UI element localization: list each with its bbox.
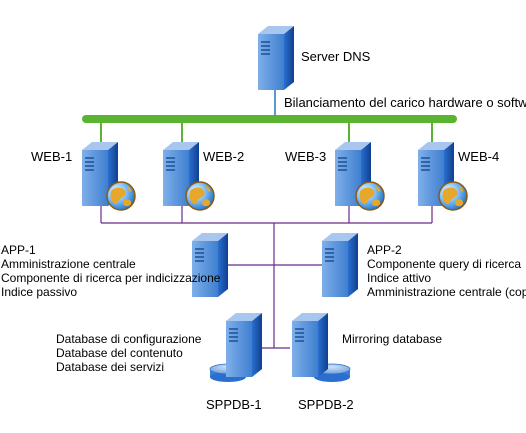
load-balancer-bar xyxy=(82,115,457,123)
db1-label: SPPDB-1 xyxy=(206,397,262,412)
web1-label: WEB-1 xyxy=(31,149,73,164)
app2-role-active-index: Indice attivo xyxy=(367,271,432,285)
app1-role-crawl-component: Componente di ricerca per indicizzazione xyxy=(1,271,221,285)
db2-label: SPPDB-2 xyxy=(298,397,354,412)
app1-description: APP-1 Amministrazione centrale Component… xyxy=(1,243,220,299)
db1-content-db: Database del contenuto xyxy=(56,346,183,360)
dns-server-icon xyxy=(257,25,295,91)
app2-role-central-admin-copy: Amministrazione centrale (copia) xyxy=(367,285,526,299)
web2-label: WEB-2 xyxy=(203,149,245,164)
db1-config-db: Database di configurazione xyxy=(56,332,202,346)
app2-server-icon xyxy=(321,232,359,298)
web4-label: WEB-4 xyxy=(458,149,500,164)
app2-name: APP-2 xyxy=(367,243,402,257)
web4-globe-icon xyxy=(438,181,468,211)
web3-label: WEB-3 xyxy=(285,149,327,164)
db1-services-db: Database dei servizi xyxy=(56,360,165,374)
load-balancer-label: Bilanciamento del carico hardware o soft… xyxy=(284,95,526,110)
db1-description: Database di configurazione Database del … xyxy=(56,332,201,374)
backend-network xyxy=(100,205,433,349)
app2-role-query-component: Componente query di ricerca xyxy=(367,257,522,271)
app1-role-passive-index: Indice passivo xyxy=(1,285,78,299)
web2-globe-icon xyxy=(185,181,215,211)
web1-globe-icon xyxy=(106,181,136,211)
dns-label: Server DNS xyxy=(301,49,371,64)
app1-name: APP-1 xyxy=(1,243,36,257)
db2-description: Mirroring database xyxy=(342,332,442,346)
db2-mirroring: Mirroring database xyxy=(342,332,443,346)
app1-role-central-admin: Amministrazione centrale xyxy=(1,257,136,271)
db1-server-icon xyxy=(225,312,263,378)
db2-server-icon xyxy=(291,312,329,378)
web3-globe-icon xyxy=(355,181,385,211)
app2-description: APP-2 Componente query di ricerca Indice… xyxy=(367,243,526,299)
